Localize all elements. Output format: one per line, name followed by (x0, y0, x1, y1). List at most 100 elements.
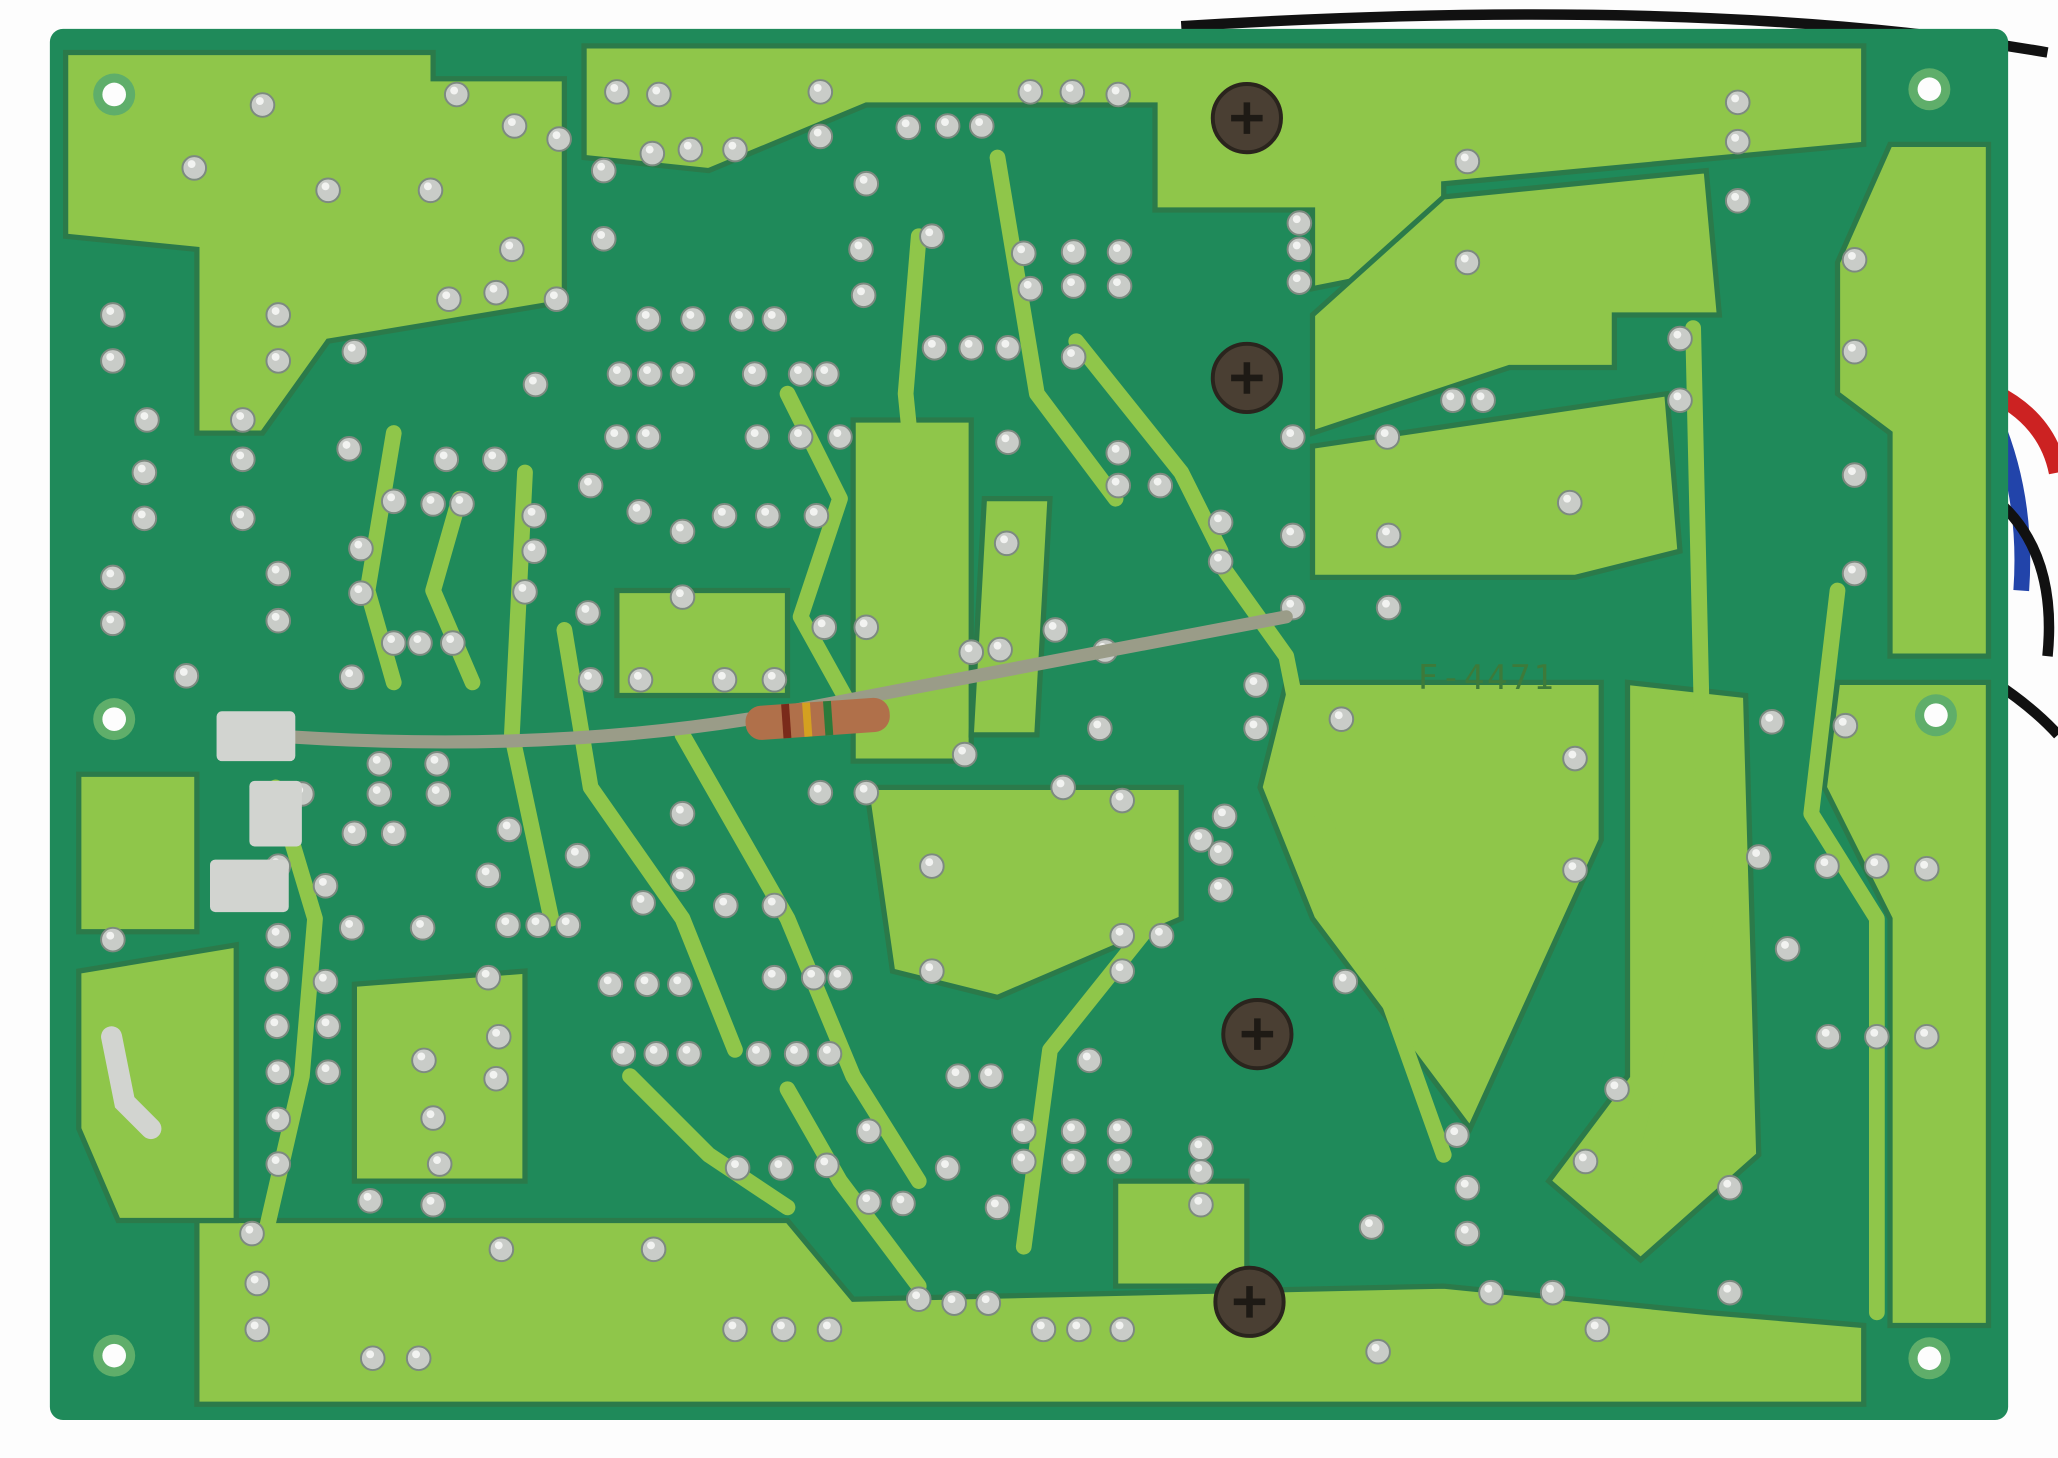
solder-pad (1832, 712, 1859, 739)
solder-highlight (1781, 940, 1789, 949)
solder-pad (627, 666, 654, 693)
copper-pour (351, 968, 528, 1184)
solder-highlight (717, 507, 726, 516)
solder-highlight (1460, 1179, 1469, 1188)
solder-highlight (1048, 622, 1057, 630)
solder-pad (1539, 1279, 1566, 1306)
solder-highlight (505, 241, 514, 250)
solder-pad (1109, 787, 1135, 814)
solder-pad (755, 502, 781, 529)
solder-pad (1604, 1076, 1630, 1103)
copper-pours (63, 43, 1992, 1407)
solder-highlight (813, 784, 822, 793)
solder-highlight (417, 1052, 426, 1061)
solder-highlight (925, 963, 934, 972)
solder-highlight (345, 669, 354, 678)
solder-pad (1864, 853, 1890, 879)
solder-pad (1815, 1023, 1842, 1050)
solder-pad (636, 361, 663, 387)
solder-highlight (813, 128, 822, 137)
solder-highlight (1382, 599, 1390, 608)
solder-pad (1454, 1174, 1481, 1201)
solder-highlight (270, 1018, 279, 1027)
solder-highlight (1723, 1179, 1732, 1188)
solder-highlight (859, 175, 868, 184)
solder-pad (483, 1065, 509, 1092)
solder-pad (1556, 489, 1583, 516)
solder-pad (604, 79, 630, 105)
solder-pad (1572, 1148, 1599, 1175)
solder-highlight (518, 583, 527, 592)
solder-highlight (1731, 192, 1740, 201)
solder-pad (744, 424, 771, 450)
screw-slot (1241, 1018, 1274, 1050)
mounting-hole (1924, 703, 1948, 728)
solder-highlight (636, 895, 645, 903)
solder-highlight (1723, 1284, 1732, 1293)
solder-highlight (455, 496, 464, 504)
solder-pad (425, 781, 452, 807)
solder-pad (1017, 79, 1044, 105)
solder-highlight (1673, 330, 1682, 339)
solder-highlight (250, 1321, 259, 1330)
solder-pad (1440, 387, 1466, 414)
solder-highlight (1568, 750, 1577, 759)
board-part-number: F-4471 (1418, 658, 1557, 698)
solder-pad (1188, 1191, 1214, 1218)
solder-highlight (927, 339, 936, 348)
solder-highlight (1848, 343, 1856, 352)
mounting-holes (93, 68, 1957, 1380)
solder-highlight (809, 507, 818, 516)
solder-pad (264, 1013, 290, 1040)
solder-pad (761, 892, 788, 919)
solder-highlight (896, 1195, 905, 1204)
solder-pad (100, 926, 126, 953)
solder-highlight (673, 976, 682, 985)
solder-highlight (255, 97, 264, 105)
solder-highlight (1460, 254, 1469, 263)
solder-pad (667, 971, 693, 998)
solder-pad (677, 136, 704, 163)
solder-pad (626, 499, 652, 525)
solder-pad (919, 853, 945, 879)
solder-pad (1030, 1316, 1057, 1343)
solder-highlight (859, 619, 868, 628)
solder-highlight (187, 160, 196, 168)
solder-pad (713, 892, 739, 919)
solder-pad (131, 459, 158, 486)
solder-highlight (1292, 215, 1301, 224)
solder-highlight (1568, 862, 1577, 871)
solder-highlight (1000, 535, 1008, 544)
solder-highlight (584, 477, 592, 486)
solder-pad (941, 1290, 967, 1316)
solder-pad (1060, 1148, 1087, 1175)
solder-pad (1188, 1159, 1214, 1185)
solder-highlight (981, 1295, 990, 1304)
solder-highlight (584, 671, 592, 680)
solder-highlight (610, 429, 619, 438)
solder-highlight (372, 786, 381, 794)
solder-highlight (675, 589, 684, 598)
solder-highlight (1023, 280, 1032, 289)
solder-pad (336, 436, 362, 462)
trace (897, 228, 927, 533)
solder-highlight (807, 969, 816, 978)
solder-pad (1724, 187, 1751, 214)
solder-pad (856, 1118, 882, 1145)
solder-pad (1280, 522, 1306, 549)
solder-highlight (610, 83, 619, 92)
solder-pad (420, 1191, 446, 1218)
solder-highlight (1115, 963, 1124, 972)
solder-pad (745, 1041, 772, 1067)
solder-highlight (318, 973, 327, 982)
solder-pad (265, 1059, 292, 1085)
solder-highlight (951, 1068, 960, 1077)
solder-pad (606, 361, 633, 387)
solder-pad (680, 306, 706, 332)
solder-pad (366, 750, 393, 777)
solder-pad (816, 1041, 843, 1067)
solder-highlight (416, 919, 424, 928)
solder-pad (635, 306, 662, 332)
solder-pad (597, 971, 624, 998)
solder-highlight (446, 635, 455, 644)
